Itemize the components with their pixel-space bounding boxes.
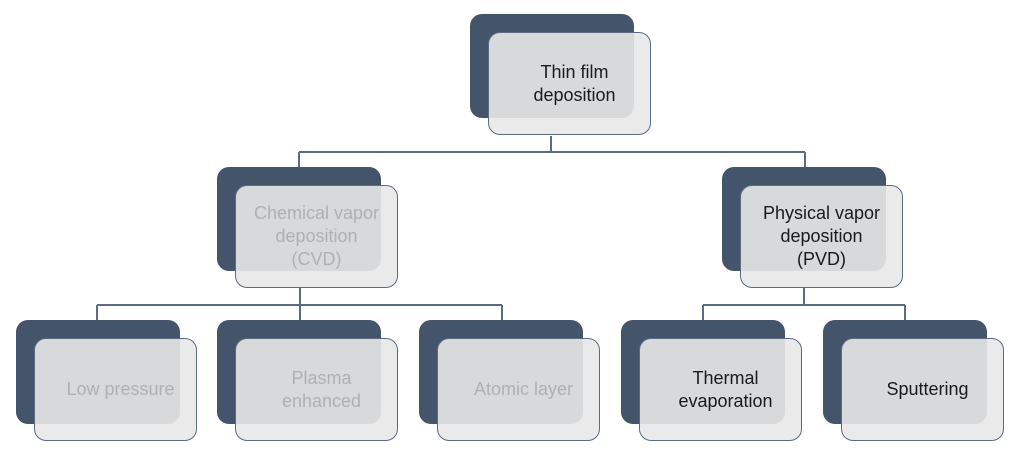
node-front-shape: Chemical vapor deposition (CVD)	[235, 185, 398, 288]
label-line: Atomic layer	[473, 379, 574, 399]
node-front-shape: Thermal evaporation	[639, 338, 802, 441]
node-label: Low pressure	[48, 378, 182, 401]
label-line: deposition	[780, 226, 863, 246]
node-plasma-enhanced: Plasma enhanced	[217, 320, 400, 444]
node-thermal-evaporation: Thermal evaporation	[621, 320, 804, 444]
node-front-shape: Atomic layer	[437, 338, 600, 441]
node-label: Thermal evaporation	[660, 367, 780, 413]
node-front-shape: Thin film deposition	[488, 32, 651, 135]
node-front-shape: Sputtering	[841, 338, 1004, 441]
label-line: Low pressure	[66, 379, 175, 399]
node-cvd: Chemical vapor deposition (CVD)	[217, 167, 400, 291]
label-line: evaporation	[678, 390, 773, 411]
label-line: (PVD)	[797, 249, 846, 269]
node-label: Chemical vapor deposition (CVD)	[246, 202, 387, 271]
node-label: Thin film deposition	[515, 61, 623, 107]
label-line: deposition	[275, 226, 358, 246]
node-front-shape: Physical vapor deposition (PVD)	[740, 185, 903, 288]
label-line: Thermal	[692, 367, 759, 388]
label-line: Physical vapor	[762, 203, 881, 223]
node-front-shape: Plasma enhanced	[235, 338, 398, 441]
label-line: enhanced	[281, 390, 362, 411]
label-line: deposition	[533, 84, 616, 105]
label-line: (CVD)	[291, 249, 342, 269]
node-label: Atomic layer	[456, 378, 581, 401]
label-line: Chemical vapor	[253, 203, 380, 223]
node-root: Thin film deposition	[470, 14, 653, 138]
label-line: Sputtering	[886, 379, 969, 399]
node-label: Physical vapor deposition (PVD)	[755, 202, 888, 271]
node-sputtering: Sputtering	[823, 320, 1006, 444]
node-front-shape: Low pressure	[34, 338, 197, 441]
node-label: Sputtering	[868, 378, 976, 401]
label-line: Plasma	[291, 367, 352, 388]
node-low-pressure: Low pressure	[16, 320, 199, 444]
node-atomic-layer: Atomic layer	[419, 320, 602, 444]
label-line: Thin film	[540, 61, 609, 82]
node-label: Plasma enhanced	[264, 367, 369, 413]
node-pvd: Physical vapor deposition (PVD)	[722, 167, 905, 291]
